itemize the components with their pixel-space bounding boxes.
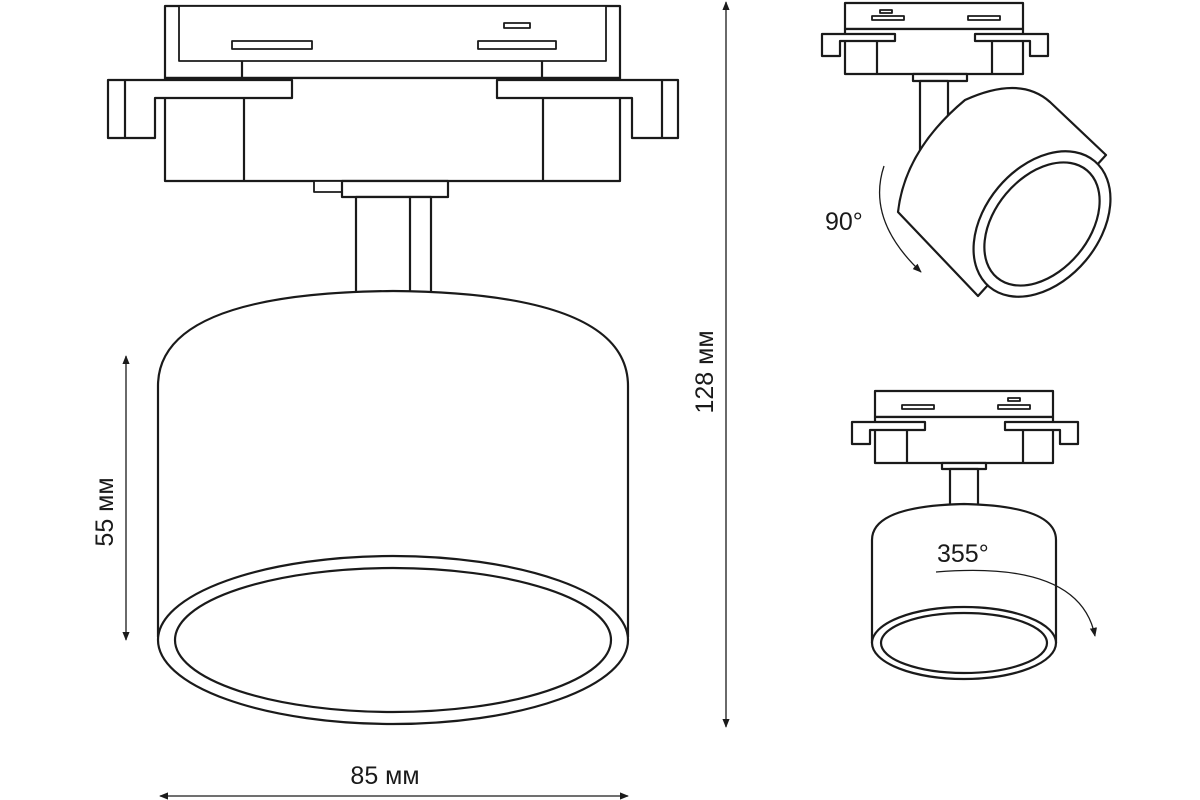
shade-height-label: 55 мм <box>91 477 119 546</box>
width-dimension: 85 мм <box>159 762 629 800</box>
height-dimension: 128 мм <box>691 1 730 728</box>
shade-height-dimension: 55 мм <box>91 355 130 641</box>
lamp-shade <box>156 289 630 726</box>
tilt-arrow <box>878 165 922 273</box>
height-label: 128 мм <box>691 330 719 413</box>
stem <box>354 195 433 295</box>
front-view-luminaire <box>106 4 680 726</box>
swivel-arrow <box>935 569 1097 637</box>
width-label: 85 мм <box>350 762 419 790</box>
tilt-label: 90° <box>825 208 863 236</box>
tilt-view-shade <box>896 86 1112 298</box>
tilt-view: 90° <box>820 1 1112 298</box>
swivel-view: 355° <box>850 389 1097 681</box>
swivel-label: 355° <box>937 540 989 568</box>
swivel-view-adapter <box>850 389 1080 471</box>
track-adapter <box>106 4 680 199</box>
swivel-view-shade <box>870 502 1058 681</box>
tilt-view-adapter <box>820 1 1050 83</box>
swivel-view-stem <box>948 467 980 508</box>
